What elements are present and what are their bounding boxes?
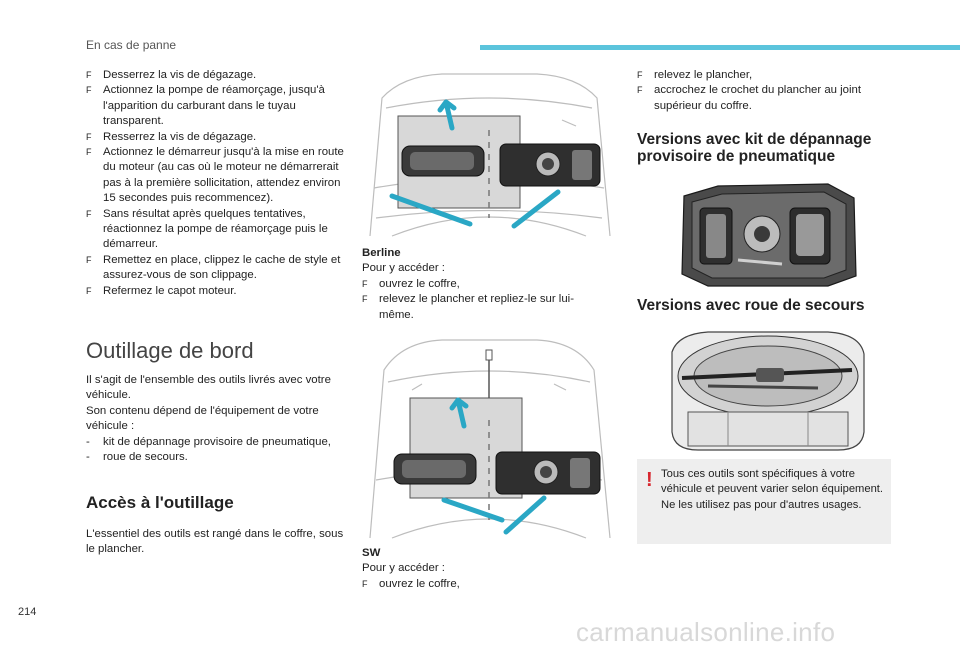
- dash-item-kit: -kit de dépannage provisoire de pneumati…: [86, 435, 344, 450]
- warning-text-2: Ne les utilisez pas pour d'autres usages…: [661, 498, 862, 511]
- bullet-text: accrochez le crochet du plancher au join…: [654, 84, 862, 112]
- bullet-item: F Sans résultat après quelques tentatives…: [86, 207, 344, 253]
- access-paragraph: L'essentiel des outils est rangé dans le…: [86, 528, 344, 556]
- bullet-marker: F: [86, 70, 92, 80]
- bullet-item: F Remettez en place, clippez le cache de …: [86, 253, 344, 284]
- section-title: Outillage de bord: [86, 338, 254, 363]
- sw-title: SW: [362, 547, 381, 559]
- bullet-text: relevez le plancher,: [654, 69, 753, 81]
- intro-text-1: Il s'agit de l'ensemble des outils livré…: [86, 374, 331, 402]
- dash-marker: -: [86, 435, 90, 448]
- intro-block: Il s'agit de l'ensemble des outils livré…: [86, 373, 344, 465]
- access-title: Accès à l'outillage: [86, 493, 234, 512]
- page-number: 214: [18, 606, 37, 618]
- bullet-marker: F: [86, 208, 92, 219]
- bullet-marker: F: [86, 131, 92, 142]
- berline-title: Berline: [362, 247, 401, 259]
- bullet-marker: F: [362, 578, 368, 589]
- procedure-steps: F Desserrez la vis de dégazage. F Actionnez…: [86, 68, 344, 299]
- bullet-item: F Actionnez la pompe de réamorçage, jusqu…: [86, 83, 344, 129]
- bullet-marker: F: [362, 278, 368, 289]
- header-accent-bar: [480, 45, 960, 50]
- bullet-text: Refermez le capot moteur.: [103, 284, 237, 297]
- dash-item-text: roue de secours.: [103, 451, 188, 464]
- watermark: carmanualsonline.info: [576, 617, 836, 647]
- bullet-marker: F: [86, 285, 92, 296]
- bullet-marker: F: [86, 85, 92, 96]
- page-header-title: En cas de panne: [86, 38, 177, 52]
- sw-trunk-illustration: [362, 330, 616, 542]
- warning-box: ! Tous ces outils sont spécifiques à vot…: [637, 459, 891, 544]
- column-left: F Desserrez la vis de dégazage. F Actionnez…: [86, 68, 344, 299]
- bullet-marker: F: [86, 147, 92, 158]
- bullet-marker: F: [637, 85, 643, 96]
- berline-intro: Pour y accéder :: [362, 262, 445, 275]
- intro-text-2: Son contenu dépend de l'équipement de vo…: [86, 404, 319, 433]
- bullet-item: F Refermez le capot moteur.: [86, 284, 344, 299]
- bullet-marker: F: [86, 254, 92, 265]
- kit-version-title: Versions avec kit de dépannage provisoir…: [637, 131, 872, 165]
- sw-intro: Pour y accéder :: [362, 562, 445, 575]
- warning-icon: !: [646, 469, 653, 491]
- bullet-text: Sans résultat après quelques tentatives,…: [103, 207, 328, 251]
- bullet-text: Actionnez le démarreur jusqu'à la mise e…: [103, 146, 344, 205]
- bullet-item: F Resserrez la vis de dégazage.: [86, 130, 344, 145]
- bullet-text: Resserrez la vis de dégazage.: [103, 130, 257, 143]
- bullet-text: Actionnez la pompe de réamorçage, jusqu'…: [103, 84, 325, 128]
- dash-marker: -: [86, 451, 90, 464]
- bullet-text: ouvrez le coffre,: [379, 577, 460, 590]
- bullet-text: Desserrez la vis de dégazage.: [103, 69, 257, 81]
- bullet-text: Remettez en place, clippez le cache de s…: [103, 253, 341, 282]
- bullet-item: F Actionnez le démarreur jusqu'à la mise …: [86, 145, 344, 207]
- repair-kit-illustration: [678, 180, 860, 290]
- bullet-text: ouvrez le coffre,: [379, 277, 460, 290]
- access-text: L'essentiel des outils est rangé dans le…: [86, 527, 344, 558]
- bullet-marker: F: [637, 70, 643, 80]
- dash-item-text: kit de dépannage provisoire de pneumatiq…: [103, 435, 331, 448]
- bullet-item: F Desserrez la vis de dégazage.: [86, 68, 344, 83]
- warning-text-1: Tous ces outils sont spécifiques à votre…: [661, 468, 884, 496]
- bullet-text: relevez le plancher et repliez-le sur lu…: [379, 293, 574, 321]
- bullet-marker: F: [362, 294, 368, 305]
- warning-text: Tous ces outils sont spécifiques à votre…: [661, 467, 885, 513]
- berline-trunk-illustration: [362, 68, 616, 240]
- spare-wheel-illustration: [668, 328, 868, 454]
- spare-version-title: Versions avec roue de secours: [637, 297, 865, 314]
- dash-item-spare: -roue de secours.: [86, 450, 344, 465]
